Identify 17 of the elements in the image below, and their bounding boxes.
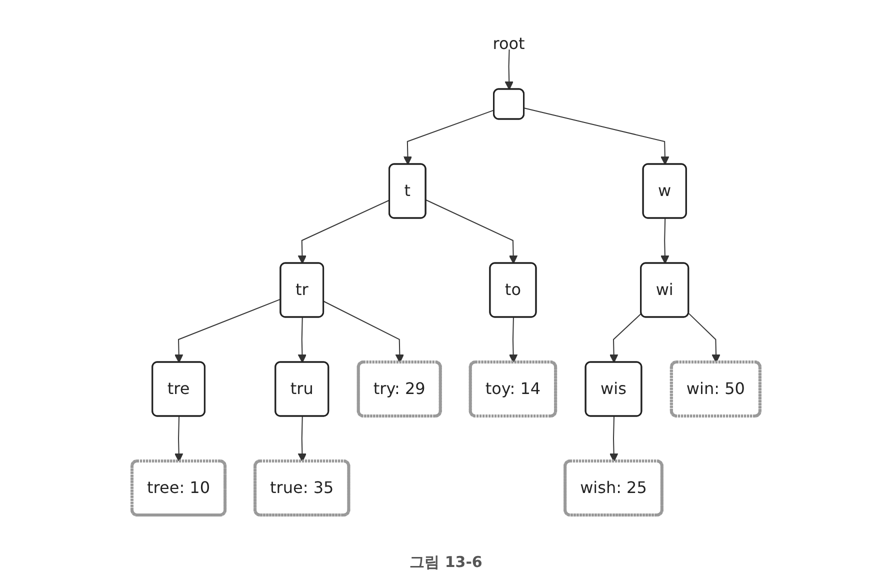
arrow [508,317,518,363]
arrow [609,416,618,462]
arrow [403,110,495,165]
arrow [524,108,670,165]
arrow [688,312,720,363]
arrow [660,218,670,264]
arrow [426,200,518,264]
arrow [298,317,307,363]
arrow [174,298,282,363]
arrow [504,49,514,90]
arrow [298,416,307,462]
arrow [174,416,184,462]
arrow [323,300,404,363]
arrow [298,200,390,264]
node-text: root [492,34,525,53]
figure-caption: 그림 13-6 [410,553,482,572]
arrow [609,312,642,363]
